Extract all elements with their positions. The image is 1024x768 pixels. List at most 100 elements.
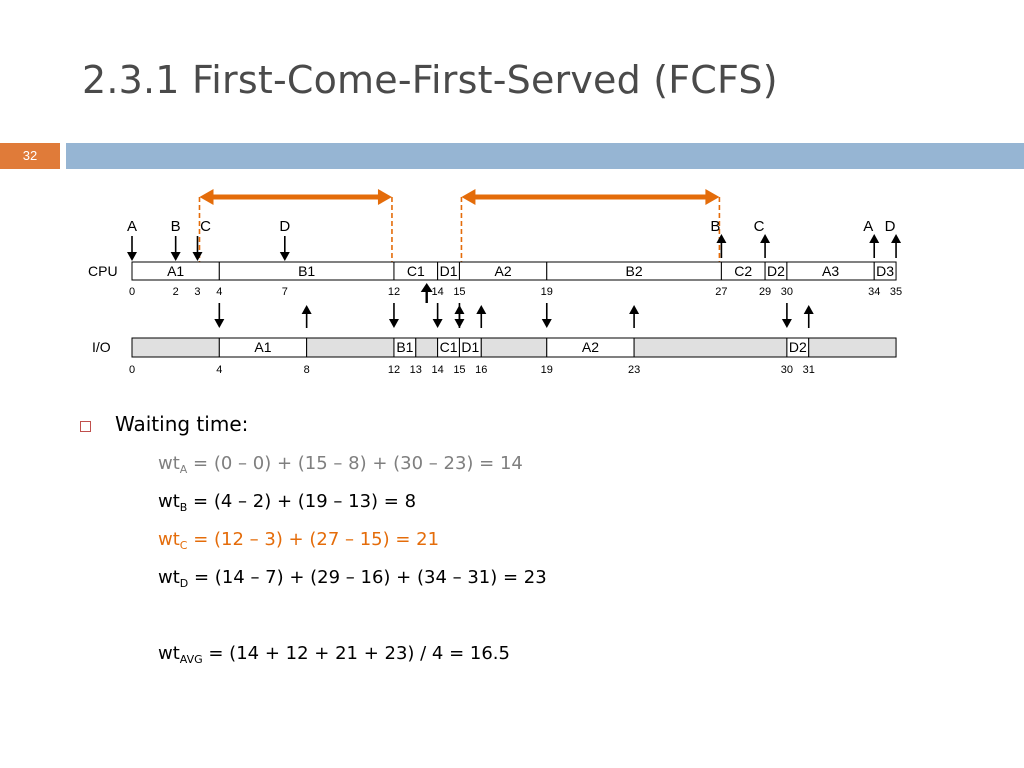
cpu-segment-label: A1 — [167, 263, 184, 279]
cpu-tick-label: 34 — [868, 286, 880, 298]
io-end-arrow-head — [301, 305, 312, 314]
header-bar — [66, 143, 1024, 169]
cpu-finish-arrow-head — [760, 234, 771, 243]
cpu-arrival-arrow-head — [127, 252, 137, 261]
cpu-tick-label: 3 — [194, 286, 200, 298]
waiting-time-line-avg: wtAVG = (14 + 12 + 21 + 23) / 4 = 16.5 — [158, 643, 510, 666]
io-tick-label: 0 — [129, 364, 135, 376]
wt-prefix: wt — [158, 529, 180, 550]
finish-label: B — [710, 218, 720, 235]
slide-number-badge — [0, 143, 60, 169]
cpu-row-label: CPU — [88, 263, 118, 279]
io-segment-label: A1 — [254, 339, 271, 355]
wait-arrow-head-right — [705, 189, 720, 205]
slide-title: 2.3.1 First-Come-First-Served (FCFS) — [82, 58, 778, 102]
wait-arrow-head-right — [377, 189, 392, 205]
io-tick-label: 15 — [453, 364, 465, 376]
wait-arrow-head-left — [461, 189, 476, 205]
waiting-time-line-b: wtB = (4 – 2) + (19 – 13) = 8 — [158, 491, 417, 514]
io-segment — [808, 337, 897, 358]
waiting-time-line-d: wtD = (14 – 7) + (29 – 16) + (34 – 31) =… — [158, 567, 547, 589]
finish-label: D — [885, 218, 896, 235]
wt-subscript: B — [179, 501, 188, 514]
arrival-label: C — [200, 218, 211, 235]
wt-formula: = (14 + 12 + 21 + 23) / 4 = 16.5 — [202, 643, 510, 664]
wt-formula: = (0 – 0) + (15 – 8) + (30 – 23) = 14 — [187, 453, 523, 474]
io-row-label: I/O — [92, 339, 111, 355]
io-tick-label: 14 — [431, 364, 443, 376]
cpu-finish-arrow-head — [891, 234, 902, 243]
cpu-tick-label: 19 — [541, 286, 553, 298]
cpu-tick-label: 4 — [216, 286, 222, 298]
cpu-tick-label: 35 — [890, 286, 902, 298]
cpu-arrival-arrow-head — [170, 252, 181, 261]
cpu-segment-label: B2 — [626, 263, 643, 279]
cpu-tick-label: 29 — [759, 286, 771, 298]
wt-prefix: wt — [158, 567, 180, 588]
cpu-tick-label: 2 — [173, 286, 179, 298]
cpu-tick-label: 7 — [282, 286, 288, 298]
cpu-segment-label: A3 — [822, 263, 839, 279]
wt-prefix: wt — [158, 643, 180, 664]
io-tick-label: 30 — [781, 364, 793, 376]
finish-label: C — [754, 218, 765, 235]
bullet-square-icon — [80, 421, 91, 432]
io-tick-label: 23 — [628, 364, 640, 376]
io-start-arrow-head — [432, 319, 443, 328]
io-tick-label: 8 — [304, 364, 310, 376]
finish-label: A — [863, 218, 873, 235]
slide-number: 32 — [22, 148, 38, 163]
cpu-segment-label: D3 — [876, 263, 894, 279]
io-tick-label: 31 — [803, 364, 815, 376]
arrival-label: D — [279, 218, 290, 235]
wt-formula: = (14 – 7) + (29 – 16) + (34 – 31) = 23 — [188, 567, 547, 588]
io-tick-label: 4 — [216, 364, 222, 376]
cpu-segment-label: D1 — [440, 263, 458, 279]
cpu-segment — [873, 261, 897, 281]
io-end-arrow-head — [803, 305, 814, 314]
io-start-arrow-head — [781, 319, 792, 328]
cpu-finish-arrow-head — [716, 234, 727, 243]
io-tick-label: 12 — [388, 364, 400, 376]
io-start-arrow-head — [214, 319, 225, 328]
cpu-finish-arrow-head — [869, 234, 880, 243]
io-segment — [131, 337, 220, 358]
wt-formula: = (12 – 3) + (27 – 15) = 21 — [187, 529, 440, 550]
io-segment-label: B1 — [396, 339, 413, 355]
io-segment — [415, 337, 439, 358]
io-segment — [633, 337, 788, 358]
wt-subscript: A — [179, 463, 188, 476]
cpu-tick-label: 12 — [388, 286, 400, 298]
io-segment-label: D2 — [789, 339, 807, 355]
io-start-arrow-head — [388, 319, 399, 328]
cpu-tick-label: 30 — [781, 286, 793, 298]
wt-prefix: wt — [158, 491, 180, 512]
io-segment-label: A2 — [582, 339, 599, 355]
cpu-arrival-arrow-head — [192, 252, 203, 261]
io-tick-label: 19 — [541, 364, 553, 376]
io-end-arrow-head — [454, 305, 465, 314]
cpu-tick-label: 27 — [715, 286, 727, 298]
waiting-time-heading: Waiting time: — [115, 412, 249, 436]
cpu-tick-label: 15 — [453, 286, 465, 298]
wait-arrow-head-left — [199, 189, 214, 205]
cpu-return-arrow-head — [420, 283, 433, 292]
wt-subscript: C — [179, 539, 188, 552]
io-tick-label: 16 — [475, 364, 487, 376]
waiting-time-line-a: wtA = (0 – 0) + (15 – 8) + (30 – 23) = 1… — [158, 453, 523, 476]
io-segment — [306, 337, 395, 358]
wt-prefix: wt — [158, 453, 180, 474]
cpu-tick-label: 0 — [129, 286, 135, 298]
cpu-segment-label: B1 — [298, 263, 315, 279]
cpu-segment-label: D2 — [767, 263, 785, 279]
cpu-segment-label: C1 — [407, 263, 425, 279]
wt-subscript: AVG — [179, 653, 203, 666]
io-segment-label: D1 — [461, 339, 479, 355]
io-tick-label: 13 — [410, 364, 422, 376]
io-end-arrow-head — [629, 305, 640, 314]
arrival-label: B — [171, 218, 181, 235]
io-segment-label: C1 — [440, 339, 458, 355]
waiting-time-line-c: wtC = (12 – 3) + (27 – 15) = 21 — [158, 529, 440, 552]
wt-formula: = (4 – 2) + (19 – 13) = 8 — [187, 491, 417, 512]
